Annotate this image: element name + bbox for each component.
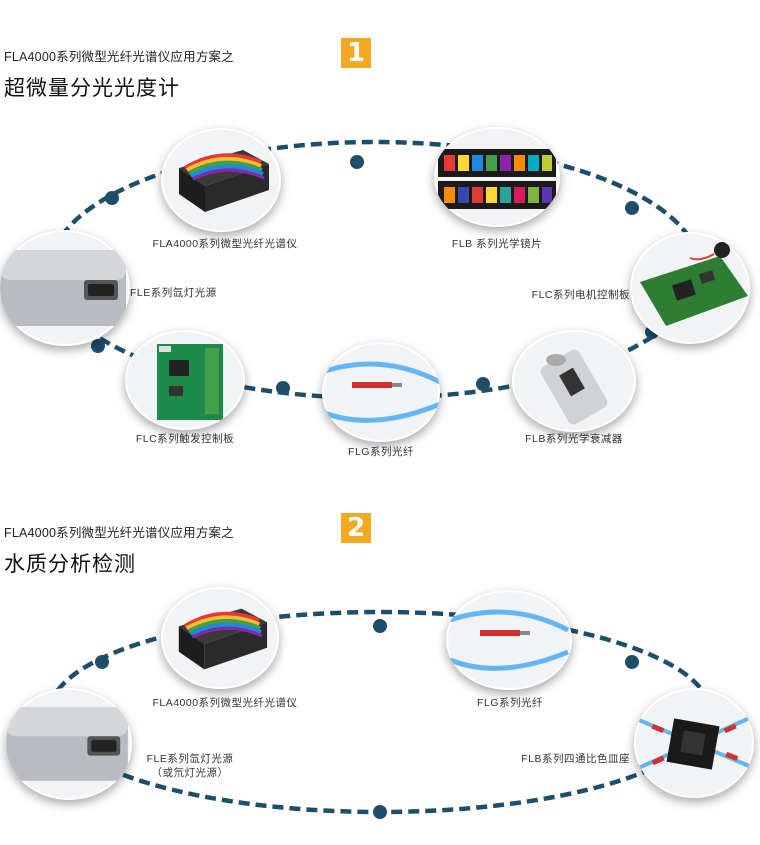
section1-header: FLA4000系列微型光纤光谱仪应用方案之 [4,50,234,64]
ring-dot [95,655,109,669]
motor-control-board-icon [640,242,748,326]
optical-fiber-icon [322,361,440,423]
ring-dot [373,805,387,819]
spectrometer-icon [178,608,268,670]
spectrometer-node[interactable] [161,128,281,232]
ring-dot [625,655,639,669]
cuvette-holder-node[interactable] [634,688,754,798]
optical-fiber-label-2: FLG系列光纤 [477,697,543,709]
section2-title: 水质分析检测 [4,552,136,576]
section2-badge: 2 [341,513,371,543]
ring-dot [350,155,364,169]
optical-fiber-node[interactable] [322,342,440,442]
attenuator-node[interactable] [512,330,636,432]
ring-dot [625,201,639,215]
light-source-label-line1: FLE系列氙灯光源 [146,753,234,765]
optical-filter-label: FLB 系列光学镜片 [451,238,543,250]
spectrometer-node-2[interactable] [161,587,279,689]
optical-filter-node[interactable] [434,127,560,227]
spectrometer-label: FLA4000系列微型光纤光谱仪 [152,238,298,250]
ring-dot [476,377,490,391]
attenuator-icon [540,349,608,425]
spectrometer-label-2: FLA4000系列微型光纤光谱仪 [152,697,298,709]
light-source-icon [6,707,128,781]
motor-board-label: FLC系列电机控制板 [531,289,630,301]
light-source-label: FLE系列氙灯光源 [130,287,217,299]
trigger-board-label: FLC系列触发控制板 [135,433,235,445]
light-source-label-line2: （或氘灯光源） [151,767,229,779]
section1-badge: 1 [341,38,371,68]
cuvette-holder-label: FLB系列四通比色皿座 [521,753,630,765]
ring-dot [91,339,105,353]
light-source-node-2[interactable] [6,688,132,800]
optical-fiber-label: FLG系列光纤 [348,446,414,458]
cuvette-holder-icon [634,714,754,772]
optical-filter-set-icon [438,149,556,209]
attenuator-label: FLB系列光学衰减器 [525,433,623,445]
section2-header: FLA4000系列微型光纤光谱仪应用方案之 [4,526,234,540]
light-source-node[interactable] [0,230,130,346]
light-source-label-2: FLE系列氙灯光源 （或氘灯光源） [130,752,250,780]
optical-fiber-icon [449,609,570,671]
trigger-board-node[interactable] [125,330,245,430]
optical-fiber-node-2[interactable] [446,590,572,690]
light-source-icon [0,250,126,326]
section1-title: 超微量分光光度计 [4,76,180,100]
trigger-control-board-icon [157,344,223,420]
ring-dot [105,191,119,205]
ring-dot [276,381,290,395]
motor-board-node[interactable] [630,232,750,344]
ring-dot [373,619,387,633]
spectrometer-icon [179,150,269,212]
